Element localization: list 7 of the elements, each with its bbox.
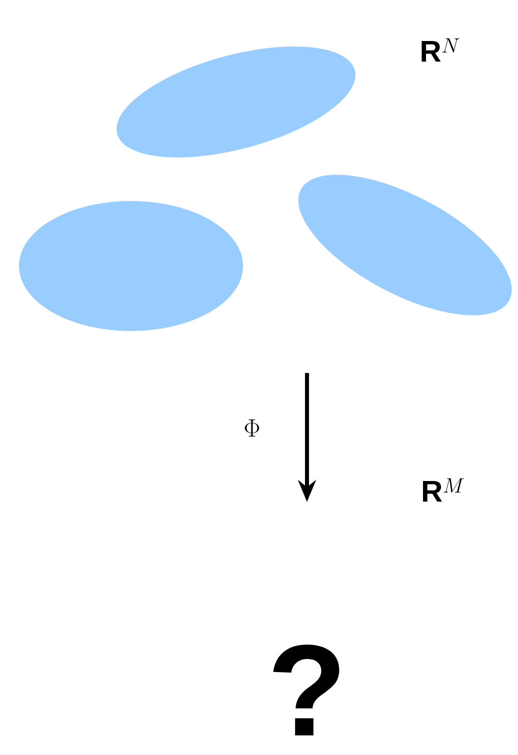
ellipse-blob (298, 174, 512, 316)
math-label: $\mathbf{R}^N$ (422, 38, 460, 62)
math-label: $\mathbf{R}^M$ (423, 478, 464, 502)
ellipse-blob (19, 201, 243, 331)
ellipse-blob (116, 46, 356, 158)
question-mark: ? (273, 644, 340, 736)
math-label: $\Phi$ (244, 420, 260, 436)
